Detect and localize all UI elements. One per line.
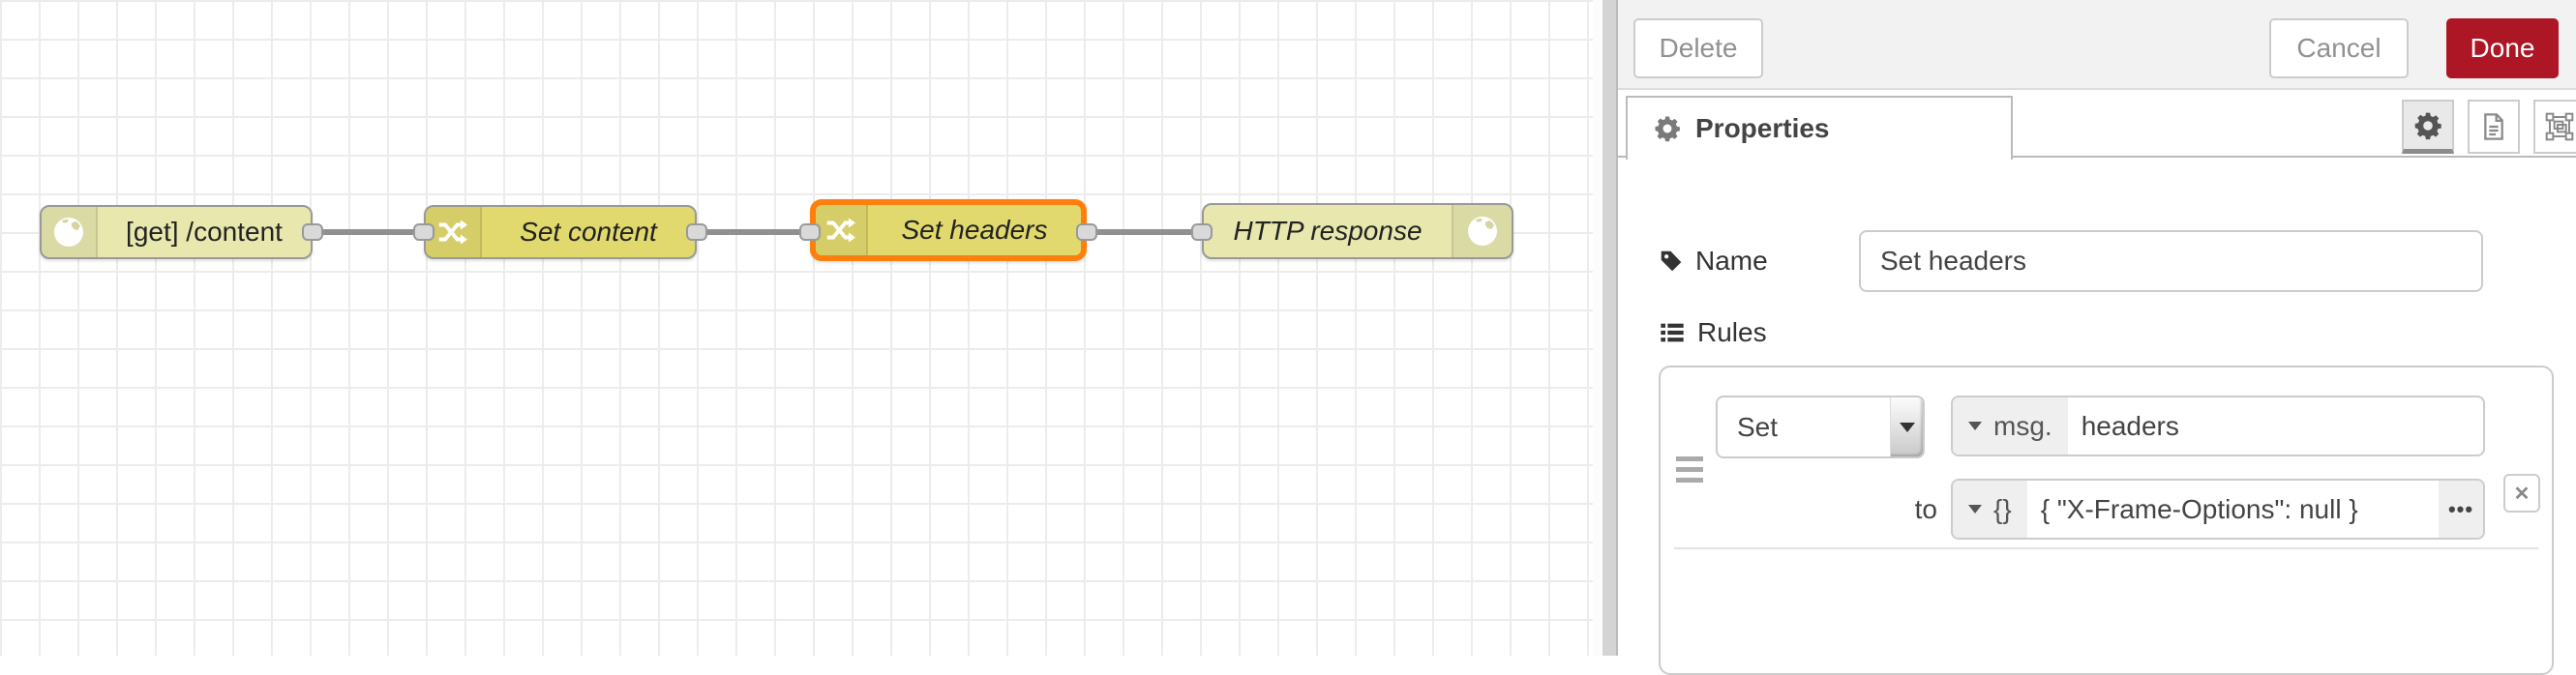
rule-property-input[interactable]: msg. headers bbox=[1951, 396, 2485, 456]
gear-icon bbox=[2412, 110, 2443, 141]
port-out-set-content[interactable] bbox=[686, 223, 707, 241]
port-in-set-headers[interactable] bbox=[799, 223, 821, 241]
tab-label: Properties bbox=[1695, 113, 1830, 143]
name-input[interactable] bbox=[1859, 230, 2483, 292]
appearance-icon bbox=[2544, 111, 2575, 142]
tab-properties[interactable]: Properties bbox=[1626, 96, 2013, 160]
tab-row-divider bbox=[1618, 156, 2576, 158]
rule-divider bbox=[1674, 547, 2538, 549]
shuffle-icon bbox=[426, 207, 482, 257]
tab-button-appearance[interactable] bbox=[2533, 100, 2576, 154]
select-arrow bbox=[1890, 397, 1923, 456]
flow-canvas[interactable]: [get] /content Set content Set headers bbox=[0, 0, 1593, 656]
wire-set-headers-to-http-response[interactable] bbox=[1087, 229, 1202, 235]
property-type-button[interactable]: msg. bbox=[1953, 397, 2068, 455]
chevron-down-icon bbox=[1968, 505, 1982, 514]
node-set-headers[interactable]: Set headers bbox=[810, 199, 1087, 261]
globe-icon bbox=[1452, 205, 1512, 257]
edit-tray: Delete Cancel Done Properties bbox=[1616, 0, 2576, 675]
shuffle-icon bbox=[816, 205, 868, 255]
rule-action-value: Set bbox=[1737, 412, 1779, 442]
tray-header: Delete Cancel Done bbox=[1618, 0, 2576, 90]
document-icon bbox=[2478, 111, 2509, 142]
port-out-set-headers[interactable] bbox=[1076, 223, 1097, 241]
node-http-response[interactable]: HTTP response bbox=[1202, 203, 1513, 259]
tab-button-properties[interactable] bbox=[2402, 100, 2454, 154]
name-field-label: Name bbox=[1659, 230, 1768, 292]
node-set-content[interactable]: Set content bbox=[424, 205, 697, 259]
to-label: to bbox=[1914, 494, 1937, 524]
node-label: HTTP response bbox=[1233, 216, 1423, 246]
workspace-splitter[interactable] bbox=[1603, 0, 1616, 656]
port-in-http-response[interactable] bbox=[1191, 223, 1213, 241]
tag-icon bbox=[1659, 249, 1684, 274]
wire-http-in-to-set-content[interactable] bbox=[313, 229, 424, 235]
node-label: [get] /content bbox=[126, 217, 283, 247]
rule-drag-handle[interactable] bbox=[1676, 456, 1703, 488]
value-value[interactable]: { "X-Frame-Options": null } bbox=[2040, 493, 2358, 524]
rule-action-select[interactable]: Set bbox=[1716, 396, 1925, 458]
tab-button-description[interactable] bbox=[2468, 100, 2520, 154]
node-label: Set content bbox=[520, 217, 657, 247]
delete-button[interactable]: Delete bbox=[1633, 18, 1763, 78]
cancel-button[interactable]: Cancel bbox=[2269, 18, 2409, 78]
rule-delete-button[interactable]: ✕ bbox=[2503, 474, 2540, 513]
value-type-button[interactable]: {} bbox=[1953, 481, 2027, 538]
chevron-down-icon bbox=[1968, 422, 1982, 430]
port-in-set-content[interactable] bbox=[413, 223, 434, 241]
rules-list: Set msg. headers to {} { "X-Frame-Option… bbox=[1659, 366, 2554, 675]
globe-icon bbox=[42, 207, 98, 257]
port-out-http-in[interactable] bbox=[302, 223, 323, 241]
rule-value-input[interactable]: {} { "X-Frame-Options": null } ••• bbox=[1951, 479, 2485, 540]
property-value[interactable]: headers bbox=[2081, 410, 2179, 441]
rules-section-label: Rules bbox=[1659, 313, 1767, 352]
canvas-gutter bbox=[1593, 0, 1603, 656]
gear-icon bbox=[1653, 114, 1682, 143]
wire-set-content-to-set-headers[interactable] bbox=[697, 229, 810, 235]
list-icon bbox=[1659, 319, 1686, 346]
expand-editor-button[interactable]: ••• bbox=[2439, 481, 2483, 538]
node-label: Set headers bbox=[901, 215, 1048, 245]
node-http-in[interactable]: [get] /content bbox=[40, 205, 313, 259]
done-button[interactable]: Done bbox=[2446, 18, 2559, 78]
